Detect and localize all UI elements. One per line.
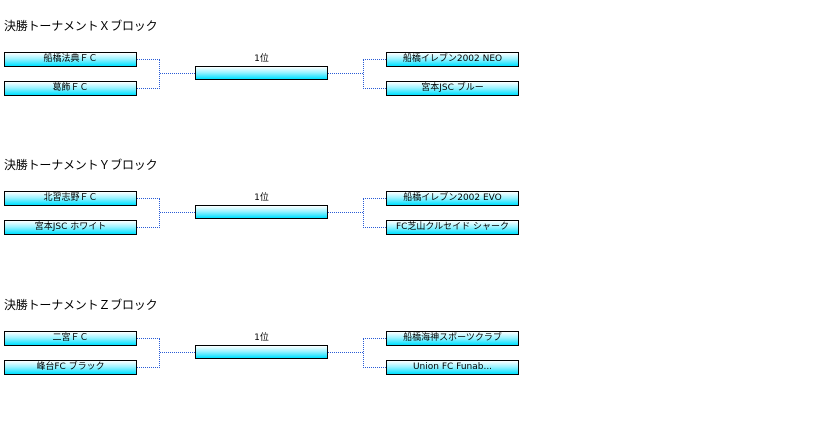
left-to-winner-line: [160, 352, 195, 353]
right-bracket-connector: [363, 338, 386, 368]
bracket-block-y: 決勝トーナメントＹブロック 北習志野ＦＣ 宮本JSC ホワイト 1位 船橋イレブ…: [0, 158, 815, 288]
winner-label: 1位: [254, 193, 269, 203]
block-title: 決勝トーナメントＸブロック: [4, 19, 158, 33]
team-box-right-2[interactable]: FC芝山クルセイド シャーク: [386, 220, 519, 235]
team-box-left-1[interactable]: 船橋法典ＦＣ: [4, 52, 137, 67]
left-to-winner-line: [160, 212, 195, 213]
winner-to-right-line: [328, 73, 363, 74]
winner-label: 1位: [254, 54, 269, 64]
winner-label: 1位: [254, 333, 269, 343]
bracket-block-x: 決勝トーナメントＸブロック 船橋法典ＦＣ 葛飾ＦＣ 1位 船橋イレブン2002 …: [0, 19, 815, 149]
team-box-left-2[interactable]: 宮本JSC ホワイト: [4, 220, 137, 235]
team-box-right-1[interactable]: 船橋海神スポーツクラブ: [386, 331, 519, 346]
winner-to-right-line: [328, 212, 363, 213]
team-box-left-2[interactable]: 葛飾ＦＣ: [4, 81, 137, 96]
block-title: 決勝トーナメントＺブロック: [4, 298, 158, 312]
team-box-left-1[interactable]: 北習志野ＦＣ: [4, 191, 137, 206]
bracket-block-z: 決勝トーナメントＺブロック 二宮ＦＣ 峰台FC ブラック 1位 船橋海神スポーツ…: [0, 298, 815, 428]
winner-box[interactable]: [195, 205, 328, 219]
left-bracket-connector: [137, 198, 160, 228]
team-box-left-2[interactable]: 峰台FC ブラック: [4, 360, 137, 375]
right-bracket-connector: [363, 59, 386, 89]
left-to-winner-line: [160, 73, 195, 74]
block-title: 決勝トーナメントＹブロック: [4, 158, 158, 172]
winner-box[interactable]: [195, 66, 328, 80]
left-bracket-connector: [137, 338, 160, 368]
team-box-left-1[interactable]: 二宮ＦＣ: [4, 331, 137, 346]
right-bracket-connector: [363, 198, 386, 228]
team-box-right-2[interactable]: Union FC Funab...: [386, 360, 519, 375]
winner-to-right-line: [328, 352, 363, 353]
winner-box[interactable]: [195, 345, 328, 359]
team-box-right-2[interactable]: 宮本JSC ブルー: [386, 81, 519, 96]
team-box-right-1[interactable]: 船橋イレブン2002 EVO: [386, 191, 519, 206]
team-box-right-1[interactable]: 船橋イレブン2002 NEO: [386, 52, 519, 67]
left-bracket-connector: [137, 59, 160, 89]
